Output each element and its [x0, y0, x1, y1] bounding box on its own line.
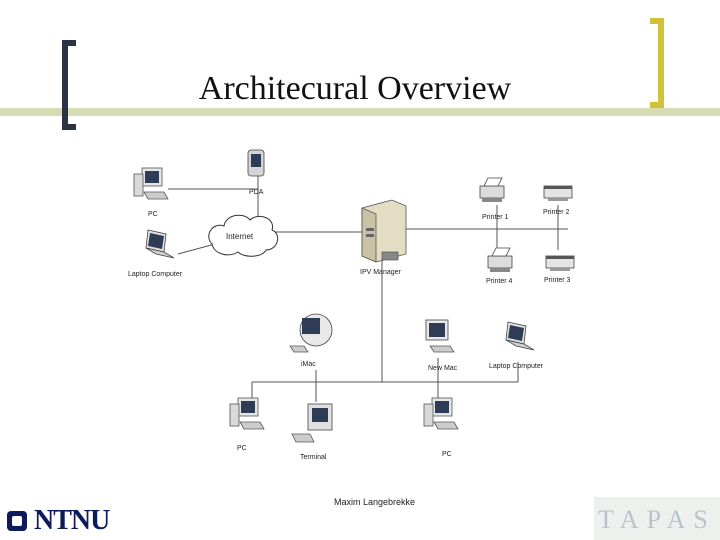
tapas-logo: TAPAS [594, 497, 720, 540]
printer-2-label: Printer 2 [543, 209, 570, 216]
left-bracket-decoration [62, 40, 76, 130]
terminal-label: Terminal [300, 454, 327, 461]
server-icon [361, 199, 407, 263]
laptop-bottom-icon [505, 321, 535, 351]
pc-top-label: PC [148, 211, 158, 218]
laptop-top-label: Laptop Computer [128, 271, 183, 278]
pc-top-icon [133, 167, 169, 200]
pc-bottom-right-label: PC [442, 451, 452, 458]
laptop-bottom-label: Laptop Computer [489, 363, 544, 370]
pc-bottom-right-icon [423, 397, 459, 430]
printer-3-icon [545, 255, 575, 272]
ntnu-logo-icon [7, 511, 27, 531]
printer-4-icon [487, 247, 513, 273]
laptop-top-icon [145, 229, 175, 259]
pc-bottom-left-label: PC [237, 445, 247, 452]
pda-icon [247, 149, 265, 177]
printer-1-icon [479, 177, 505, 203]
internet-label: Internet [226, 232, 254, 241]
slide-title: Architecural Overview [198, 70, 512, 107]
tapas-logo-text: TAPAS [598, 505, 716, 534]
title-band [0, 108, 720, 116]
ntnu-logo: NTNU [6, 505, 110, 537]
imac-icon [289, 313, 333, 353]
printer-2-icon [543, 185, 573, 202]
pc-bottom-left-icon [229, 397, 265, 430]
internet-cloud: Internet [208, 214, 279, 257]
new-mac-icon [425, 319, 455, 353]
terminal-icon [291, 403, 333, 443]
footer-author: Maxim Langebrekke [334, 497, 416, 507]
imac-label: iMac [301, 361, 316, 368]
link-laptop-internet [177, 243, 216, 255]
ipv-manager-label: IPV Manager [360, 269, 402, 276]
ntnu-logo-text: NTNU [34, 505, 110, 536]
printer-4-label: Printer 4 [486, 278, 513, 285]
pda-label: PDA [249, 189, 264, 196]
printer-1-label: Printer 1 [482, 214, 509, 221]
new-mac-label: New Mac [428, 365, 458, 372]
right-bracket-decoration [650, 18, 664, 108]
printer-3-label: Printer 3 [544, 277, 571, 284]
